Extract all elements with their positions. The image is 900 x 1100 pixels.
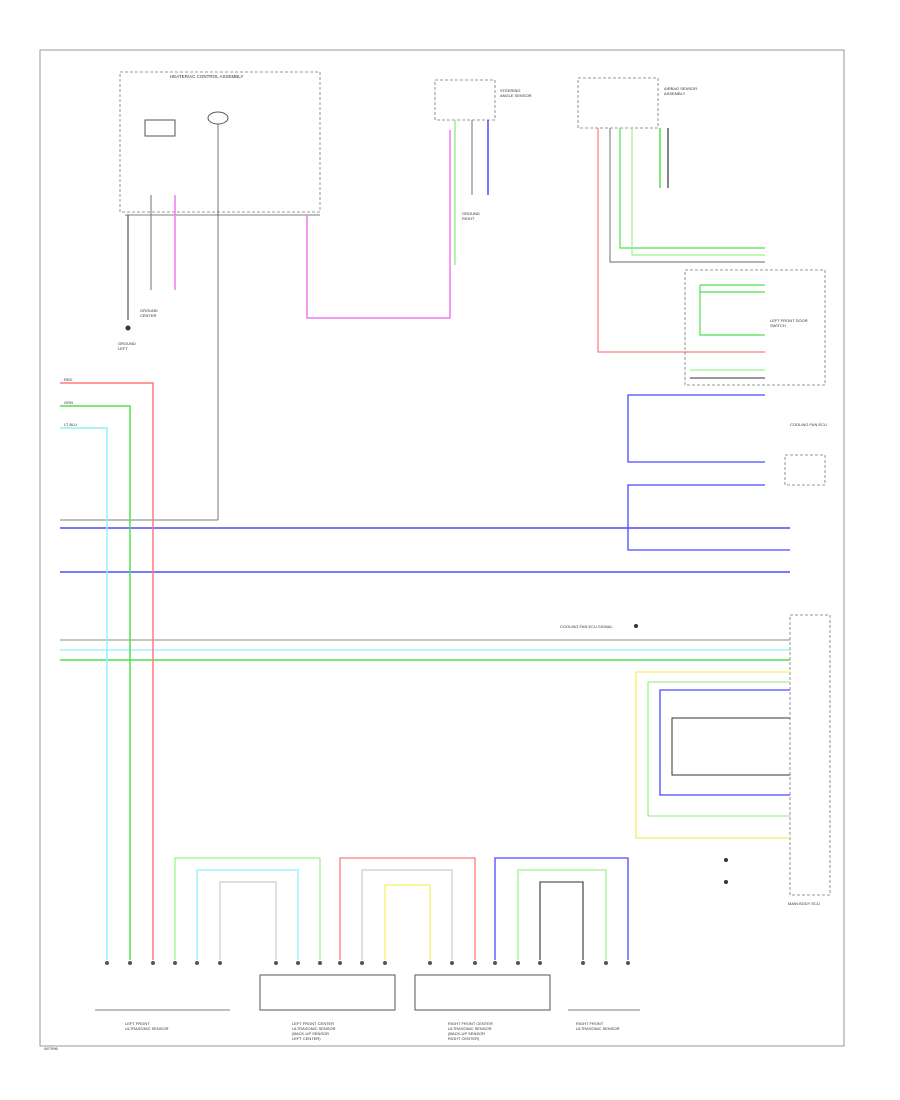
- connector-pin: [383, 961, 387, 965]
- cooling-fan-ecu-label: COOLING FAN ECU: [790, 422, 827, 427]
- connector-pin: [626, 961, 630, 965]
- main-body-ecu: MAIN BODY ECU: [635, 614, 831, 906]
- connector-pin: [105, 961, 109, 965]
- cooling-fan-signal-label: COOLING FAN ECU SIGNAL: [560, 624, 613, 629]
- connector-pin: [538, 961, 542, 965]
- sensor-wire-loops: [174, 857, 629, 960]
- connector-pin: [450, 961, 454, 965]
- heater-ac-control-label: HEATER/AC CONTROL ASSEMBLY: [170, 74, 243, 79]
- diagram-frame: [39, 49, 845, 1047]
- connector-pin: [218, 961, 222, 965]
- connector-pin: [173, 961, 177, 965]
- connector-pin: [516, 961, 520, 965]
- heater-ac-control-assembly: HEATER/AC CONTROL ASSEMBLY: [60, 71, 321, 521]
- connector-pin: [493, 961, 497, 965]
- pink-wire-loop: [306, 130, 451, 319]
- connector-pin: [318, 961, 322, 965]
- connector-pin: [274, 961, 278, 965]
- main-body-ecu-label: MAIN BODY ECU: [788, 901, 820, 906]
- connector-pins: [105, 961, 630, 965]
- wire-red-label: RED: [64, 377, 73, 382]
- horizontal-bus: COOLING FAN ECU SIGNAL: [60, 527, 790, 661]
- connector-pin: [338, 961, 342, 965]
- connector-pin: [195, 961, 199, 965]
- connector-pin: [296, 961, 300, 965]
- connector-pin: [473, 961, 477, 965]
- page-id: W/7996: [44, 1046, 59, 1051]
- connector-pin: [151, 961, 155, 965]
- connector-pin: [604, 961, 608, 965]
- left-vertical-wires: RED GRN LT BLU: [60, 377, 154, 960]
- connector-pin: [128, 961, 132, 965]
- right-mid-blue-loops: COOLING FAN ECU: [627, 394, 827, 551]
- wire-ltblu-label: LT BLU: [64, 422, 77, 427]
- connector-pin: [428, 961, 432, 965]
- connector-pin: [360, 961, 364, 965]
- connector-pin: [581, 961, 585, 965]
- wire-green-label: GRN: [64, 400, 73, 405]
